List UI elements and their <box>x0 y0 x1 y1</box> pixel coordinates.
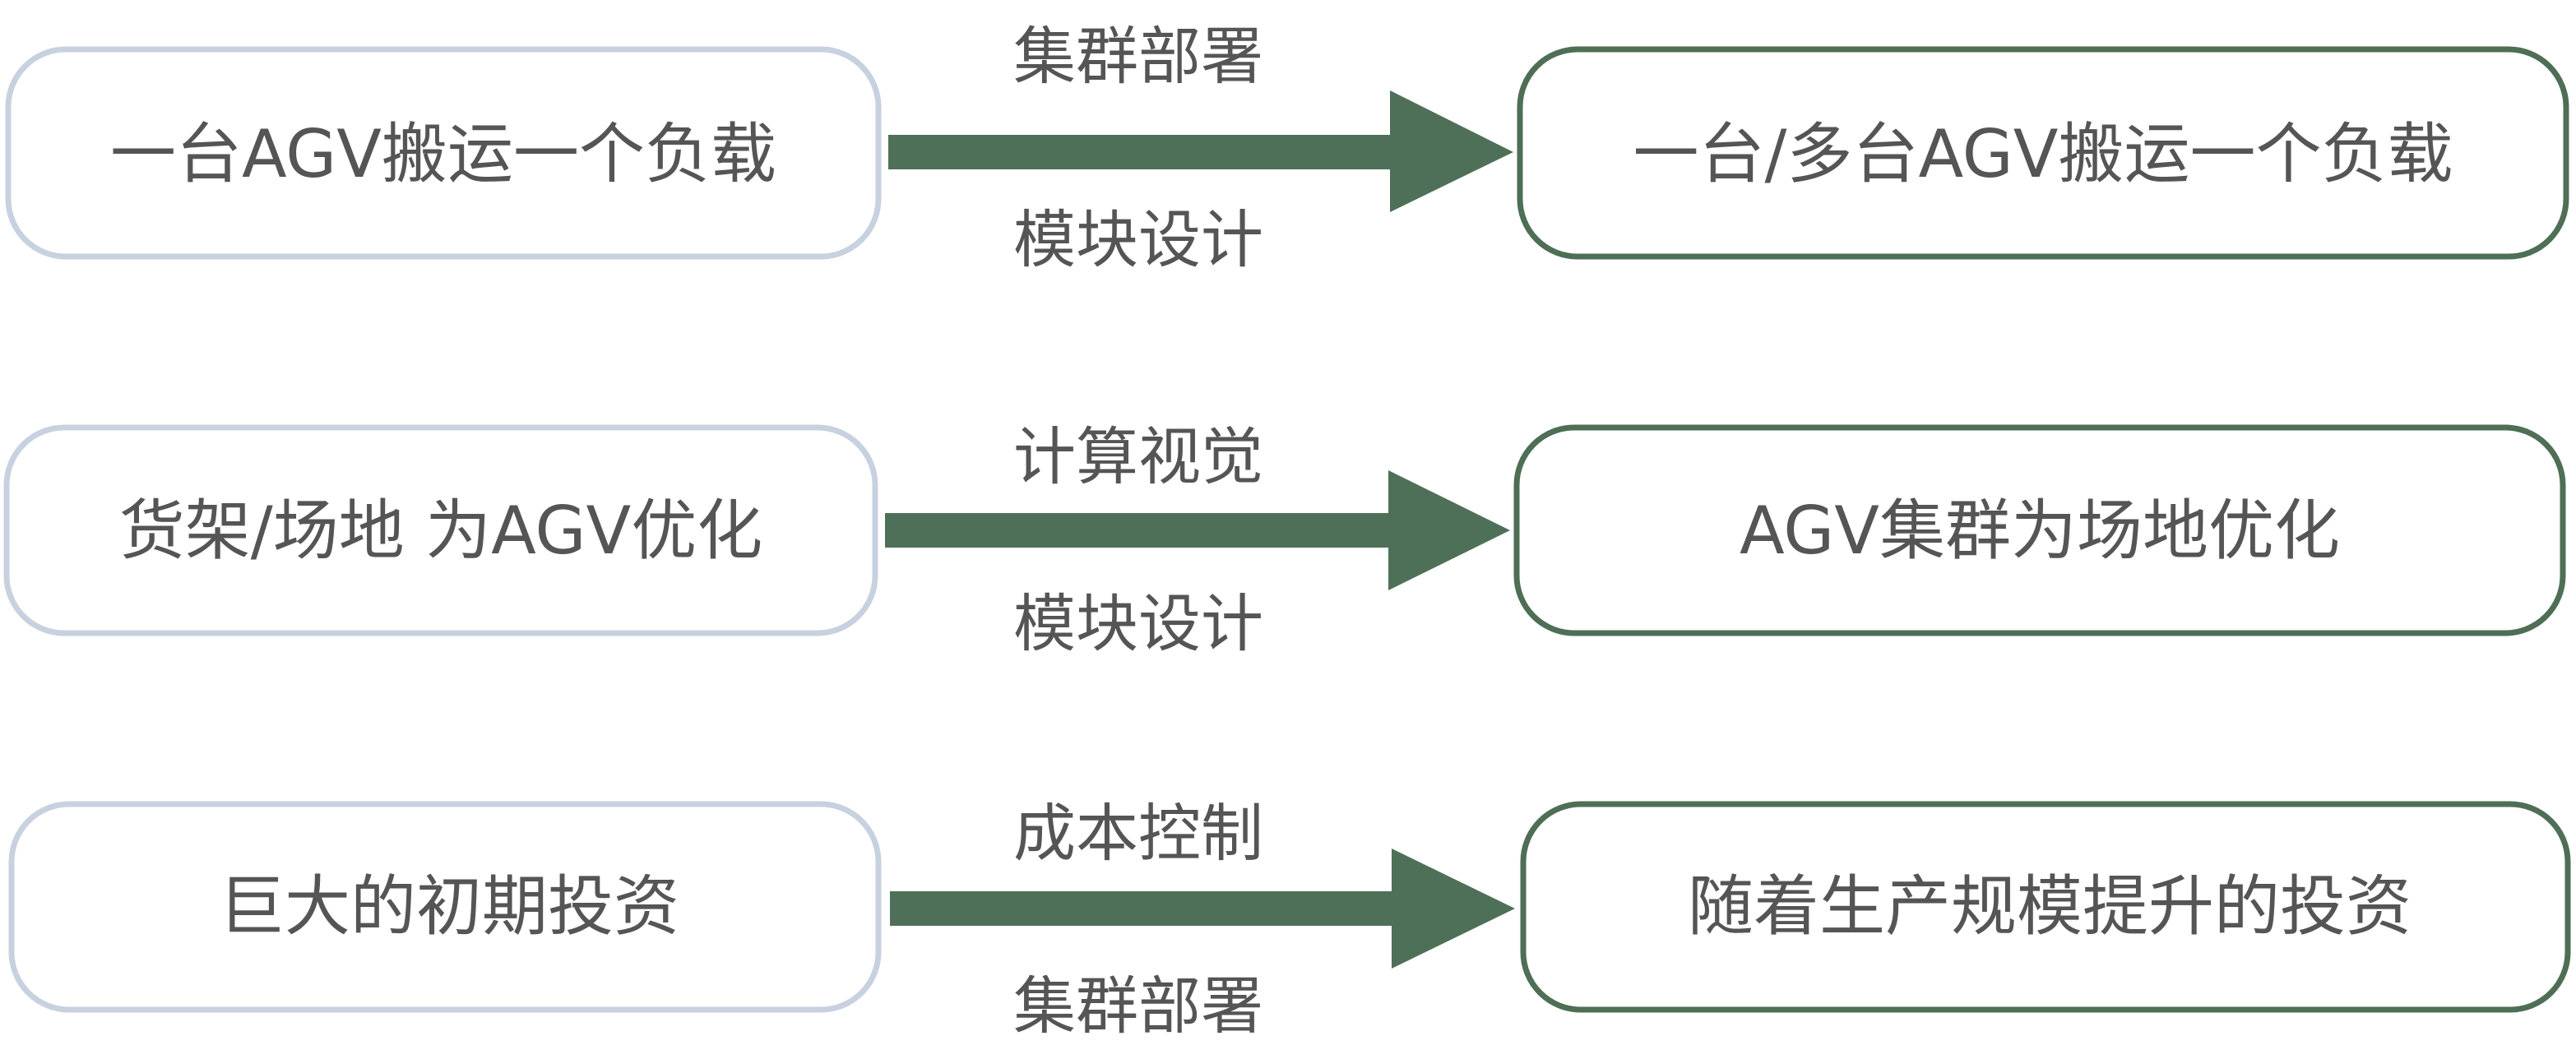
arrow-1-shaft <box>888 135 1393 169</box>
target-box-1 <box>1517 46 2569 260</box>
row-1: 一台AGV搬运一个负载 集群部署 模块设计 一台/多台AGV搬运一个负载 <box>5 20 2569 276</box>
arrow-2-head <box>1388 470 1510 590</box>
arrow-3-label-below: 集群部署 <box>1013 969 1263 1043</box>
source-box-3 <box>8 801 882 1013</box>
target-box-1-text: 一台/多台AGV搬运一个负载 <box>1633 116 2453 192</box>
arrow-1-label-above: 集群部署 <box>1013 20 1263 93</box>
source-box-2 <box>3 424 878 636</box>
arrow-1-head <box>1390 90 1513 212</box>
source-box-3-text: 巨大的初期投资 <box>219 868 679 945</box>
target-box-2 <box>1513 424 2566 636</box>
arrow-2-label-above: 计算视觉 <box>1013 420 1263 493</box>
target-box-3 <box>1520 801 2571 1013</box>
arrow-3-label-above: 成本控制 <box>1013 797 1263 870</box>
arrow-2-shaft <box>885 513 1392 548</box>
source-box-1-text: 一台AGV搬运一个负载 <box>110 116 776 192</box>
arrow-3-head <box>1392 849 1515 969</box>
source-box-2-text: 货架/场地 为AGV优化 <box>119 493 762 569</box>
arrow-2 <box>885 470 1510 590</box>
arrow-1-label-below: 模块设计 <box>1013 203 1263 276</box>
row-2: 货架/场地 为AGV优化 计算视觉 模块设计 AGV集群为场地优化 <box>3 420 2566 660</box>
arrow-2-label-below: 模块设计 <box>1013 587 1263 660</box>
target-box-3-text: 随着生产规模提升的投资 <box>1688 868 2412 945</box>
arrow-3 <box>890 849 1515 969</box>
source-box-1 <box>5 46 882 260</box>
row-3: 巨大的初期投资 成本控制 集群部署 随着生产规模提升的投资 <box>8 797 2571 1043</box>
target-box-2-text: AGV集群为场地优化 <box>1740 493 2340 569</box>
arrow-3-shaft <box>890 891 1395 926</box>
arrow-1 <box>888 90 1513 212</box>
